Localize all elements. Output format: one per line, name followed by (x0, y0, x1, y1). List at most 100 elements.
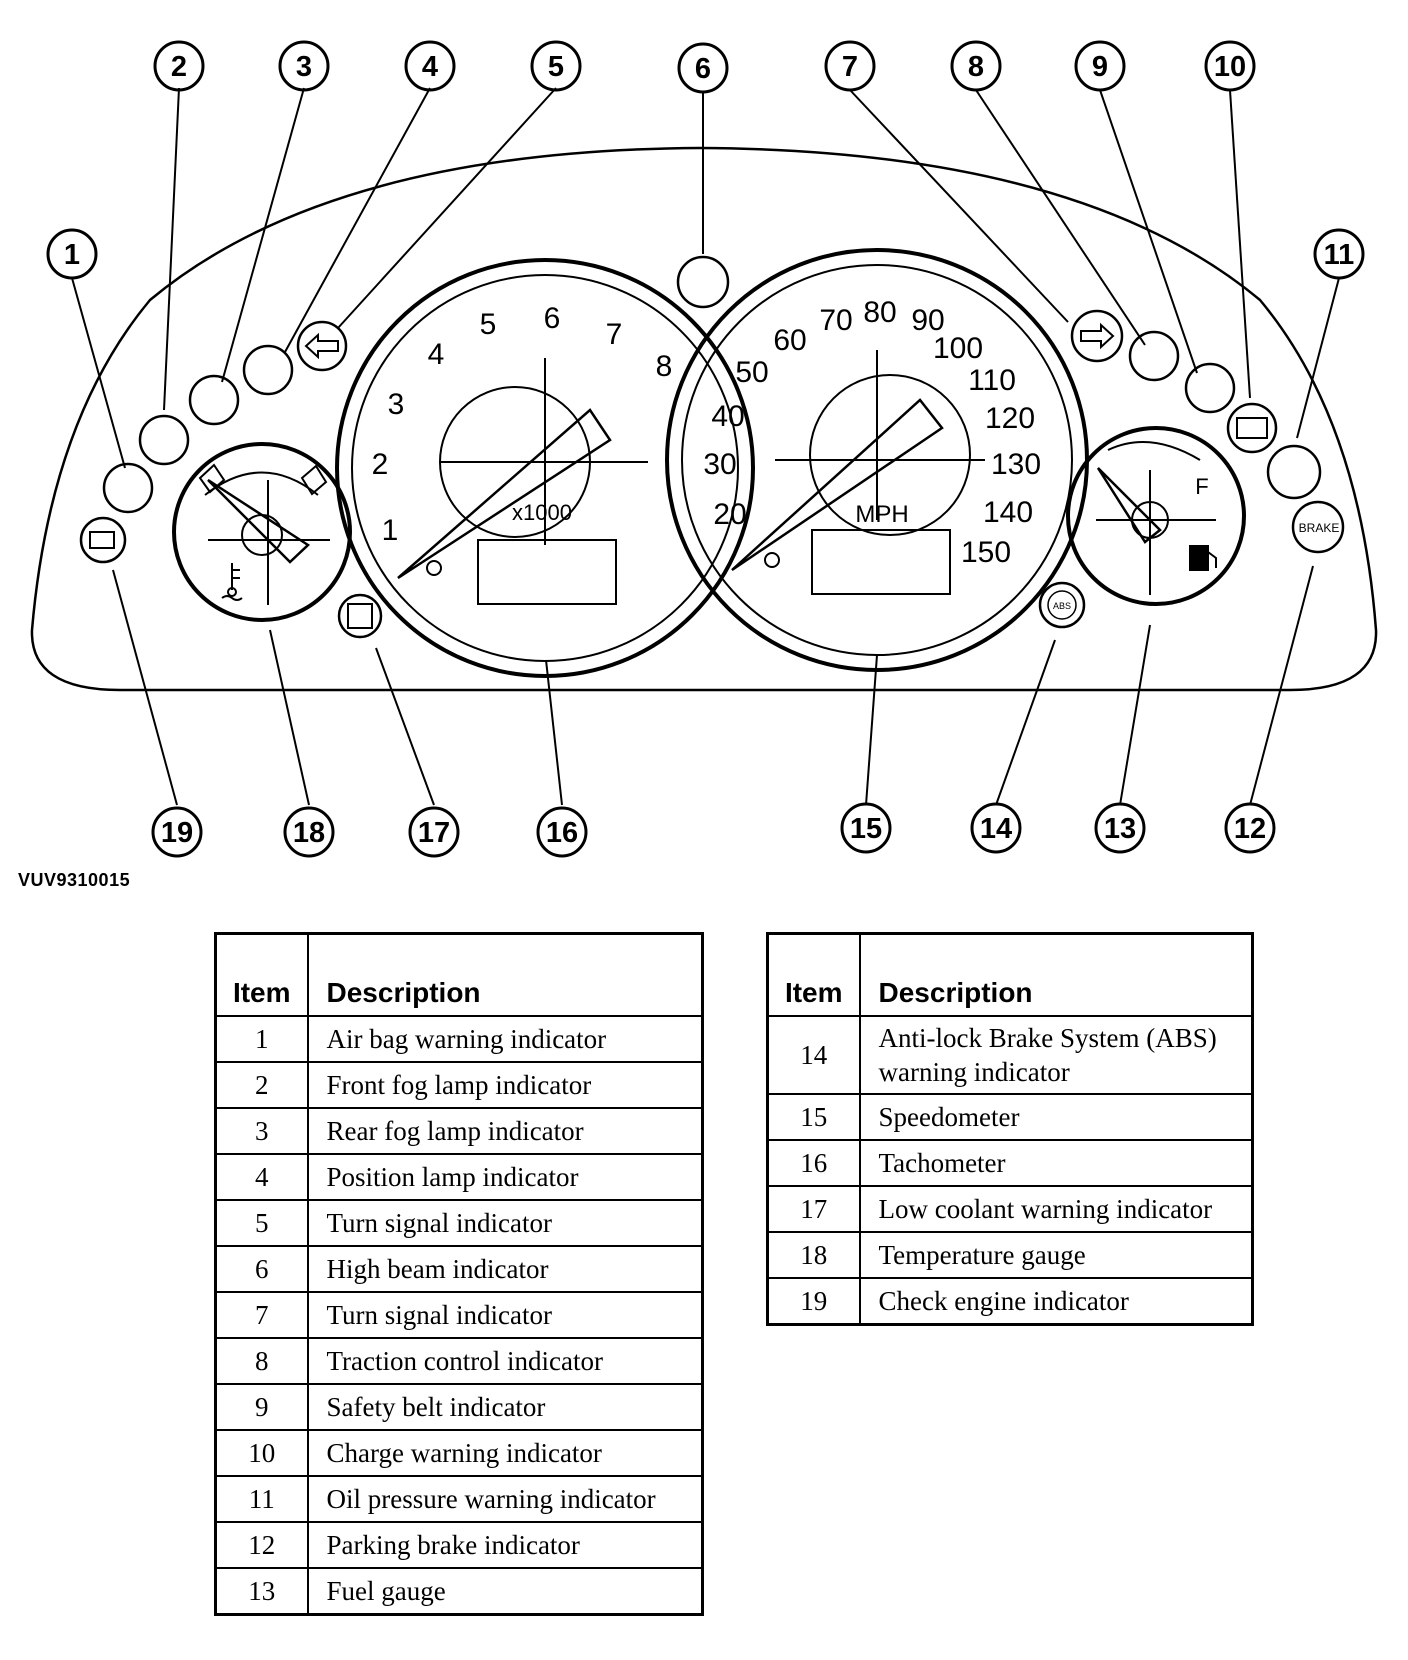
description-cell: Rear fog lamp indicator (306, 1107, 704, 1155)
temperature-gauge (172, 442, 352, 622)
callout-number: 7 (842, 51, 858, 83)
speedo-tick: 120 (985, 402, 1035, 435)
speedo-tick: 150 (961, 536, 1011, 569)
oil-pressure-icon (1266, 444, 1322, 500)
callout-number: 16 (546, 817, 578, 849)
position-lamp-icon (242, 344, 294, 396)
callout-number: 4 (422, 51, 438, 83)
table-header-row: Item Description (766, 932, 1254, 1017)
air-bag-icon (102, 462, 154, 514)
speedo-tick: 110 (968, 364, 1016, 397)
item-cell: 8 (214, 1337, 309, 1385)
speedo-tick: 90 (911, 304, 944, 337)
item-cell: 15 (766, 1093, 861, 1141)
callout-number: 14 (980, 813, 1012, 845)
speedo-tick: 130 (991, 448, 1041, 481)
speedo-tick: 100 (933, 332, 983, 365)
description-cell: Charge warning indicator (306, 1429, 704, 1477)
callout-number: 5 (548, 51, 564, 83)
check-engine-icon (79, 516, 127, 564)
callout-number: 12 (1234, 813, 1266, 845)
callout-number: 6 (695, 53, 711, 85)
front-fog-lamp-icon (138, 414, 190, 466)
fuel-gauge (1066, 426, 1246, 606)
description-cell: Oil pressure warning indicator (306, 1475, 704, 1523)
callout-circles (46, 40, 1365, 858)
brake-label: BRAKE (1299, 521, 1340, 535)
description-cell: Temperature gauge (858, 1231, 1254, 1279)
tach-tick: 3 (388, 388, 405, 421)
item-cell: 13 (214, 1567, 309, 1616)
callout-number: 13 (1104, 813, 1136, 845)
description-cell: Low coolant warning indicator (858, 1185, 1254, 1233)
abs-label: ABS (1053, 601, 1071, 611)
callout-number: 9 (1092, 51, 1108, 83)
callout-number: 10 (1214, 51, 1246, 83)
charge-warning-icon (1226, 402, 1278, 454)
description-cell: Safety belt indicator (306, 1383, 704, 1431)
parking-brake-icon (1291, 500, 1345, 554)
description-cell: Tachometer (858, 1139, 1254, 1187)
callout-number: 11 (1324, 239, 1355, 271)
tach-tick: 5 (480, 308, 497, 341)
speedo-tick: 140 (983, 496, 1033, 529)
callout-number: 18 (293, 817, 325, 849)
item-cell: 4 (214, 1153, 309, 1201)
instrument-cluster-diagram: 1 2 3 4 5 6 7 8 x1000 20 30 40 50 60 70 … (30, 40, 1378, 858)
description-cell: Position lamp indicator (306, 1153, 704, 1201)
speedo-tick: 80 (863, 296, 896, 329)
fuel-full-label: F (1195, 474, 1208, 499)
tach-unit: x1000 (512, 500, 572, 525)
item-cell: 12 (214, 1521, 309, 1569)
description-cell: Air bag warning indicator (306, 1015, 704, 1063)
item-cell: 11 (214, 1475, 309, 1523)
item-cell: 10 (214, 1429, 309, 1477)
callout-number: 15 (850, 813, 882, 845)
cluster-housing (30, 146, 1378, 692)
leader-lines (71, 87, 1340, 806)
tachometer (335, 258, 755, 678)
temperature-icon (221, 563, 243, 601)
item-cell: 17 (766, 1185, 861, 1233)
item-cell: 3 (214, 1107, 309, 1155)
description-cell: Traction control indicator (306, 1337, 704, 1385)
description-cell: Speedometer (858, 1093, 1254, 1141)
description-cell: Anti-lock Brake System (ABS) warning ind… (858, 1015, 1254, 1095)
high-beam-icon (676, 255, 730, 309)
tach-tick: 2 (372, 448, 389, 481)
item-header: Item (766, 932, 861, 1017)
item-cell: 19 (766, 1277, 861, 1326)
tach-tick: 7 (606, 318, 623, 351)
item-cell: 16 (766, 1139, 861, 1187)
abs-icon (1038, 581, 1086, 629)
speedo-tick: 70 (819, 304, 852, 337)
description-cell: High beam indicator (306, 1245, 704, 1293)
safety-belt-icon (1184, 362, 1236, 414)
item-cell: 6 (214, 1245, 309, 1293)
speedo-unit: MPH (855, 501, 908, 528)
description-cell: Turn signal indicator (306, 1199, 704, 1247)
description-cell: Front fog lamp indicator (306, 1061, 704, 1109)
description-cell: Fuel gauge (306, 1567, 704, 1616)
callout-number: 19 (161, 817, 193, 849)
fuel-pump-icon (1189, 545, 1217, 571)
tach-tick: 1 (382, 514, 399, 547)
description-header: Description (858, 932, 1254, 1017)
